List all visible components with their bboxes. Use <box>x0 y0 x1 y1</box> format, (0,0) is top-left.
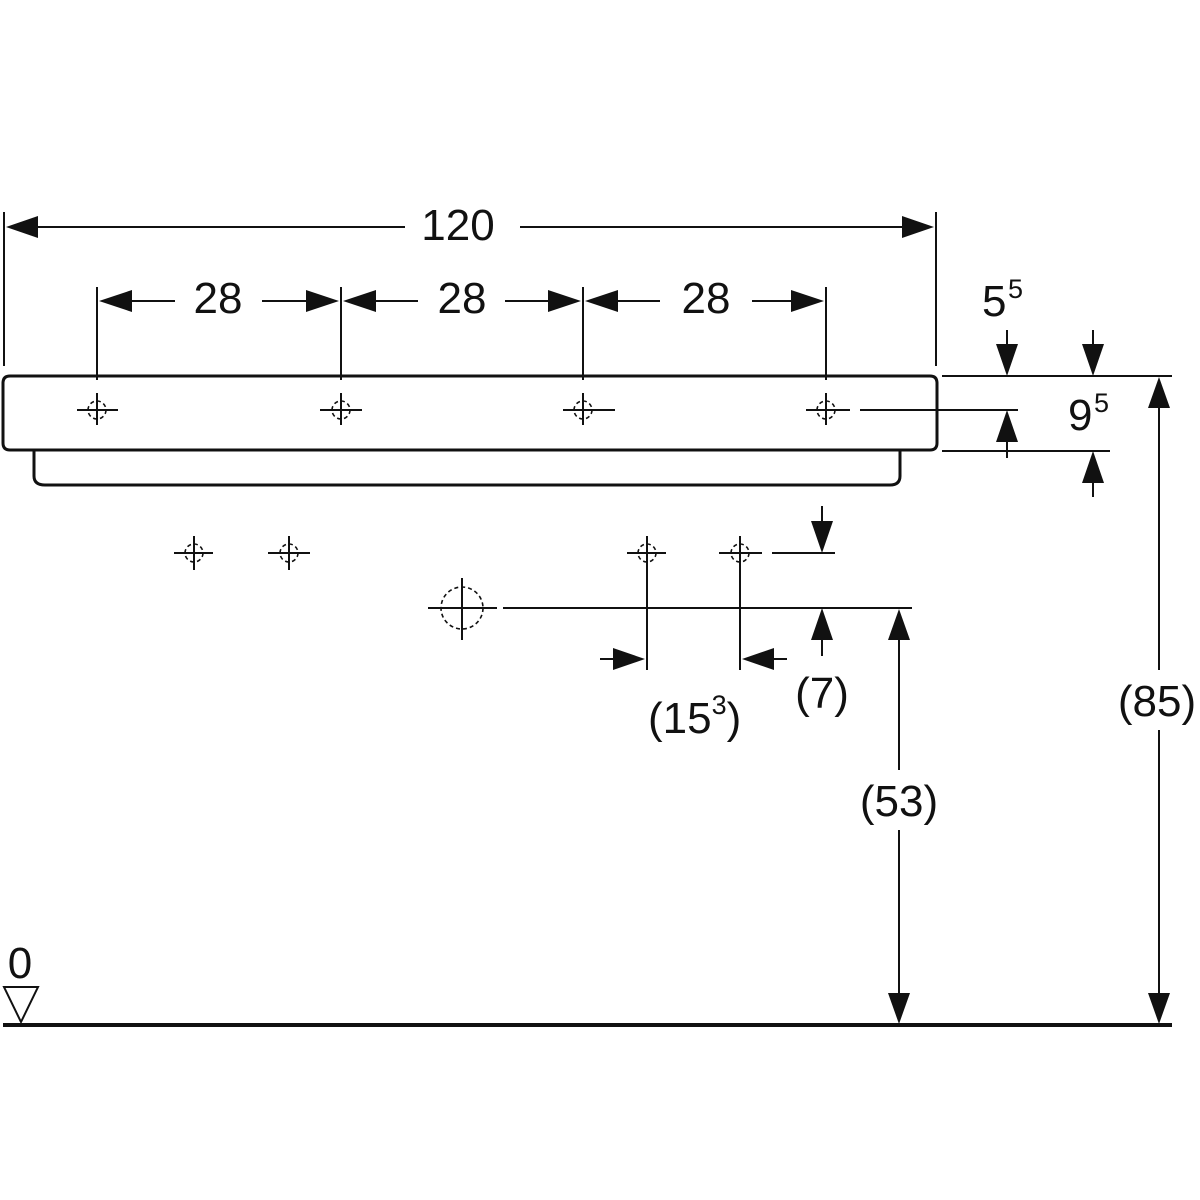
drain-spacing-close: ) <box>727 694 742 743</box>
tap-hole-1 <box>77 393 118 425</box>
overall-width-label: 120 <box>421 201 494 250</box>
connection-mark-3 <box>627 536 666 670</box>
drain-spacing-superscript: 3 <box>712 690 727 720</box>
drain-spacing-label: (153) <box>648 690 741 743</box>
tap-hole-marks <box>77 393 850 425</box>
drain-rise-dimension: (7) <box>772 506 849 718</box>
supply-connection-marks <box>174 536 762 670</box>
hole-depth-dimensions: 5 5 9 5 <box>860 274 1110 497</box>
hole-depth-label: 9 <box>1068 391 1092 440</box>
spacing-label-2: 28 <box>438 274 487 323</box>
connection-mark-4 <box>719 536 762 670</box>
drain-height-dimension: (53) <box>860 609 938 1024</box>
floor-level-label: 0 <box>8 939 32 988</box>
total-height-label: (85) <box>1118 677 1196 726</box>
drain-rise-label: (7) <box>795 669 849 718</box>
top-offset-label: 5 <box>982 277 1006 326</box>
tap-hole-4 <box>806 393 850 425</box>
washbasin-outline <box>1 374 939 487</box>
spacing-label-1: 28 <box>194 274 243 323</box>
drain-outlet-mark <box>428 578 912 640</box>
total-height-dimension: (85) <box>1110 375 1196 1024</box>
hole-spacing-dimensions: 28 28 28 <box>96 274 827 380</box>
connection-mark-1 <box>174 536 213 570</box>
top-offset-superscript: 5 <box>1008 274 1023 304</box>
overall-width-dimension: 120 <box>3 201 937 366</box>
floor-level-marker: 0 <box>2 939 1172 1027</box>
drain-height-label: (53) <box>860 777 938 826</box>
drain-spacing-main: (15 <box>648 694 712 743</box>
tap-hole-2 <box>320 393 362 425</box>
drain-spacing-dimension: (153) <box>600 648 787 743</box>
hole-depth-superscript: 5 <box>1094 388 1109 418</box>
connection-mark-2 <box>268 536 310 570</box>
tap-hole-3 <box>563 393 615 425</box>
spacing-label-3: 28 <box>682 274 731 323</box>
